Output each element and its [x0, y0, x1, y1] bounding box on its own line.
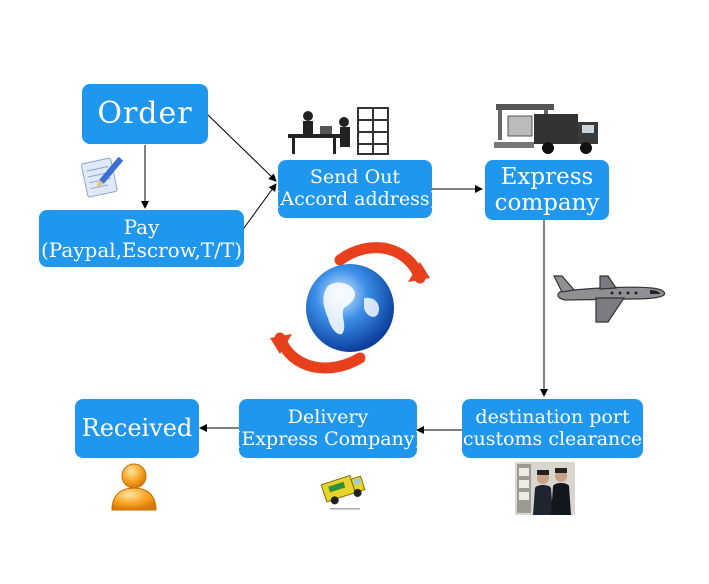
send-out-node: Send Out (Accord address) [273, 160, 437, 218]
airplane-icon [553, 275, 666, 323]
company-label: company [494, 190, 600, 216]
pay-node: Pay (Paypal,Escrow,T/T) [39, 210, 244, 267]
warehouse-workers-icon [288, 107, 389, 155]
customs-clearance-label: customs clearance [462, 427, 643, 450]
received-node: Received [75, 399, 199, 458]
express-company-node: Express company [485, 160, 609, 220]
send-out-address-label: (Accord address) [272, 188, 438, 210]
pay-label: Pay [123, 214, 160, 239]
pay-methods-label: (Paypal,Escrow,T/T) [40, 237, 243, 262]
notepad-pen-icon [80, 156, 124, 198]
delivery-company-label: (Express Company) [234, 427, 422, 450]
yellow-van-icon [320, 474, 366, 510]
send-out-label: Send Out [309, 166, 401, 189]
order-label: Order [97, 95, 193, 131]
arrow-pay-to-sendout [243, 183, 277, 229]
delivery-label: Delivery [287, 405, 369, 428]
destination-port-label: destination port [475, 405, 630, 428]
express-label: Express [500, 163, 594, 190]
customs-officers-icon [515, 462, 575, 515]
globe-arrows-icon [270, 242, 430, 374]
delivery-truck-icon [494, 104, 598, 154]
user-person-icon [111, 463, 157, 511]
destination-port-node: destination port customs clearance [462, 399, 643, 458]
arrow-order-to-sendout [207, 114, 277, 182]
order-node: Order [82, 84, 208, 144]
received-label: Received [81, 413, 193, 442]
delivery-node: Delivery (Express Company) [234, 399, 422, 458]
